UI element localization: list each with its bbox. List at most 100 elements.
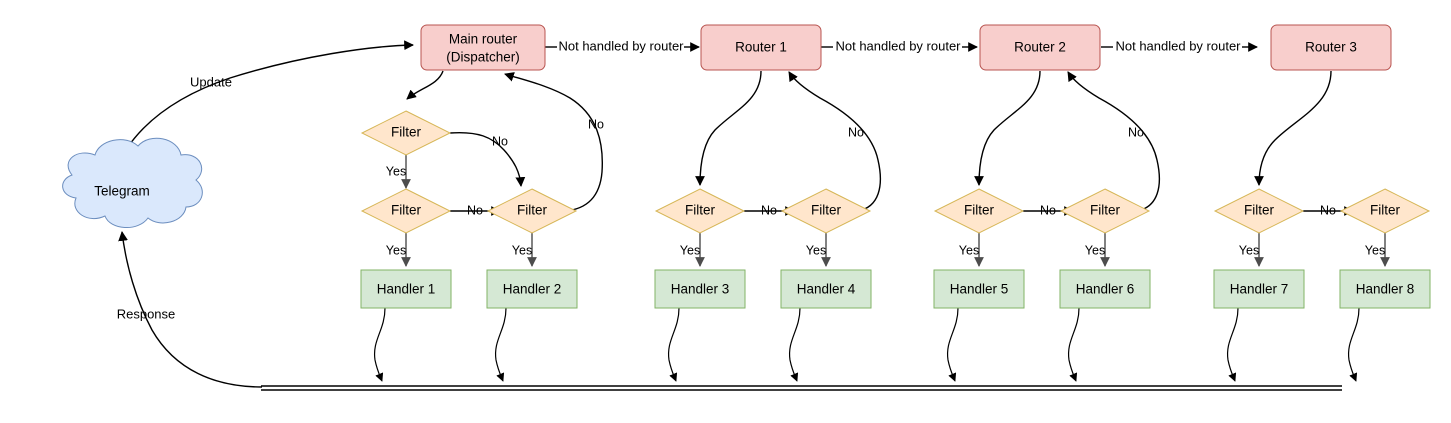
edge-handler-4-to-collector xyxy=(788,307,801,382)
label-not-handled-2: Not handled by router xyxy=(835,38,961,53)
filter-d-label: Filter xyxy=(685,203,716,218)
label-no-filter-c: No xyxy=(467,203,483,217)
filter-c-label: Filter xyxy=(391,203,422,218)
filter-g-label: Filter xyxy=(1090,203,1121,218)
node-filter-b[interactable]: Filter xyxy=(486,188,578,234)
label-yes-filter-a: Yes xyxy=(386,164,406,178)
main-router-box xyxy=(420,24,546,71)
node-filter-d[interactable]: Filter xyxy=(654,188,746,234)
node-filter-e[interactable]: Filter xyxy=(780,188,872,234)
node-handler-1[interactable]: Handler 1 xyxy=(360,269,452,309)
handler-8-box xyxy=(1339,269,1431,309)
handler-7-box xyxy=(1213,269,1305,309)
label-no-filter-f: No xyxy=(1040,203,1056,217)
edge-handler-1-to-collector xyxy=(373,307,386,382)
edge-router-1-to-filter-d xyxy=(695,70,762,186)
handler-3-box xyxy=(654,269,746,309)
edge-router-2-to-filter-f xyxy=(974,70,1041,186)
handler-3-label: Handler 3 xyxy=(671,282,730,297)
label-not-handled-1: Not handled by router xyxy=(558,38,684,53)
router-3-box xyxy=(1270,24,1392,71)
filter-i-label: Filter xyxy=(1370,203,1401,218)
node-filter-g[interactable]: Filter xyxy=(1059,188,1151,234)
router-2-label: Router 2 xyxy=(1014,40,1066,55)
edge-router-3-to-filter-h xyxy=(1254,70,1332,186)
filter-e-diamond xyxy=(780,188,872,234)
edge-handler-6-to-collector xyxy=(1067,307,1080,382)
label-no-filter-a: No xyxy=(492,134,508,148)
edge-filter-g-no-to-router-2 xyxy=(1067,71,1161,212)
node-filter-i[interactable]: Filter xyxy=(1339,188,1431,234)
node-handler-4[interactable]: Handler 4 xyxy=(780,269,872,309)
router-1-label: Router 1 xyxy=(735,40,787,55)
handler-1-label: Handler 1 xyxy=(377,282,436,297)
edge-handler-3-to-collector xyxy=(667,307,680,382)
label-yes-filter-c: Yes xyxy=(386,243,406,257)
node-telegram-cloud[interactable]: Telegram xyxy=(62,137,203,228)
edge-filter-b-no-to-mainrouter xyxy=(504,72,604,212)
filter-g-diamond xyxy=(1059,188,1151,234)
handler-4-box xyxy=(780,269,872,309)
node-handler-3[interactable]: Handler 3 xyxy=(654,269,746,309)
handler-8-label: Handler 8 xyxy=(1356,282,1415,297)
edge-handler-2-to-collector xyxy=(494,307,507,382)
edge-response xyxy=(118,231,263,388)
label-yes-filter-i: Yes xyxy=(1365,243,1385,257)
label-yes-filter-e: Yes xyxy=(806,243,826,257)
node-handler-5[interactable]: Handler 5 xyxy=(933,269,1025,309)
filter-a-diamond xyxy=(360,110,452,156)
node-filter-c[interactable]: Filter xyxy=(360,188,452,234)
label-yes-filter-f: Yes xyxy=(959,243,979,257)
label-no-filter-e-back: No xyxy=(848,125,864,139)
main-router-label-line1: Main router xyxy=(449,32,518,47)
label-no-filter-g-back: No xyxy=(1128,125,1144,139)
filter-a-label: Filter xyxy=(391,125,422,140)
filter-d-diamond xyxy=(654,188,746,234)
edge-handler-5-to-collector xyxy=(946,307,959,382)
node-handler-8[interactable]: Handler 8 xyxy=(1339,269,1431,309)
filter-f-diamond xyxy=(933,188,1025,234)
handler-6-box xyxy=(1059,269,1151,309)
node-router-1[interactable]: Router 1 xyxy=(700,24,822,71)
handler-2-box xyxy=(486,269,578,309)
node-router-3[interactable]: Router 3 xyxy=(1270,24,1392,71)
filter-c-diamond xyxy=(360,188,452,234)
node-filter-a[interactable]: Filter xyxy=(360,110,452,156)
handler-6-label: Handler 6 xyxy=(1076,282,1135,297)
cloud-shape xyxy=(62,137,203,228)
label-not-handled-3: Not handled by router xyxy=(1115,38,1241,53)
edge-handler-8-to-collector xyxy=(1347,307,1360,382)
handler-1-box xyxy=(360,269,452,309)
label-no-filter-d: No xyxy=(761,203,777,217)
filter-f-label: Filter xyxy=(964,203,995,218)
label-yes-filter-b: Yes xyxy=(512,243,532,257)
label-update: Update xyxy=(190,74,232,89)
edge-filter-e-no-to-router-1 xyxy=(788,71,882,212)
router-3-label: Router 3 xyxy=(1305,40,1357,55)
filter-b-diamond xyxy=(486,188,578,234)
filter-b-label: Filter xyxy=(517,203,548,218)
node-handler-6[interactable]: Handler 6 xyxy=(1059,269,1151,309)
node-filter-f[interactable]: Filter xyxy=(933,188,1025,234)
telegram-label: Telegram xyxy=(94,184,150,199)
edge-mainrouter-to-filter-a xyxy=(406,70,444,100)
handler-5-box xyxy=(933,269,1025,309)
node-handler-7[interactable]: Handler 7 xyxy=(1213,269,1305,309)
filter-h-label: Filter xyxy=(1244,203,1275,218)
edge-filter-a-no-to-filter-b xyxy=(449,131,526,187)
node-handler-2[interactable]: Handler 2 xyxy=(486,269,578,309)
label-yes-filter-d: Yes xyxy=(680,243,700,257)
filter-h-diamond xyxy=(1213,188,1305,234)
handler-4-label: Handler 4 xyxy=(797,282,856,297)
label-yes-filter-g: Yes xyxy=(1085,243,1105,257)
node-router-2[interactable]: Router 2 xyxy=(979,24,1101,71)
node-filter-h[interactable]: Filter xyxy=(1213,188,1305,234)
handler-7-label: Handler 7 xyxy=(1230,282,1289,297)
label-yes-filter-h: Yes xyxy=(1239,243,1259,257)
router-1-box xyxy=(700,24,822,71)
node-main-router[interactable]: Main router (Dispatcher) xyxy=(420,24,546,71)
handler-2-label: Handler 2 xyxy=(503,282,562,297)
label-no-filter-h: No xyxy=(1320,203,1336,217)
